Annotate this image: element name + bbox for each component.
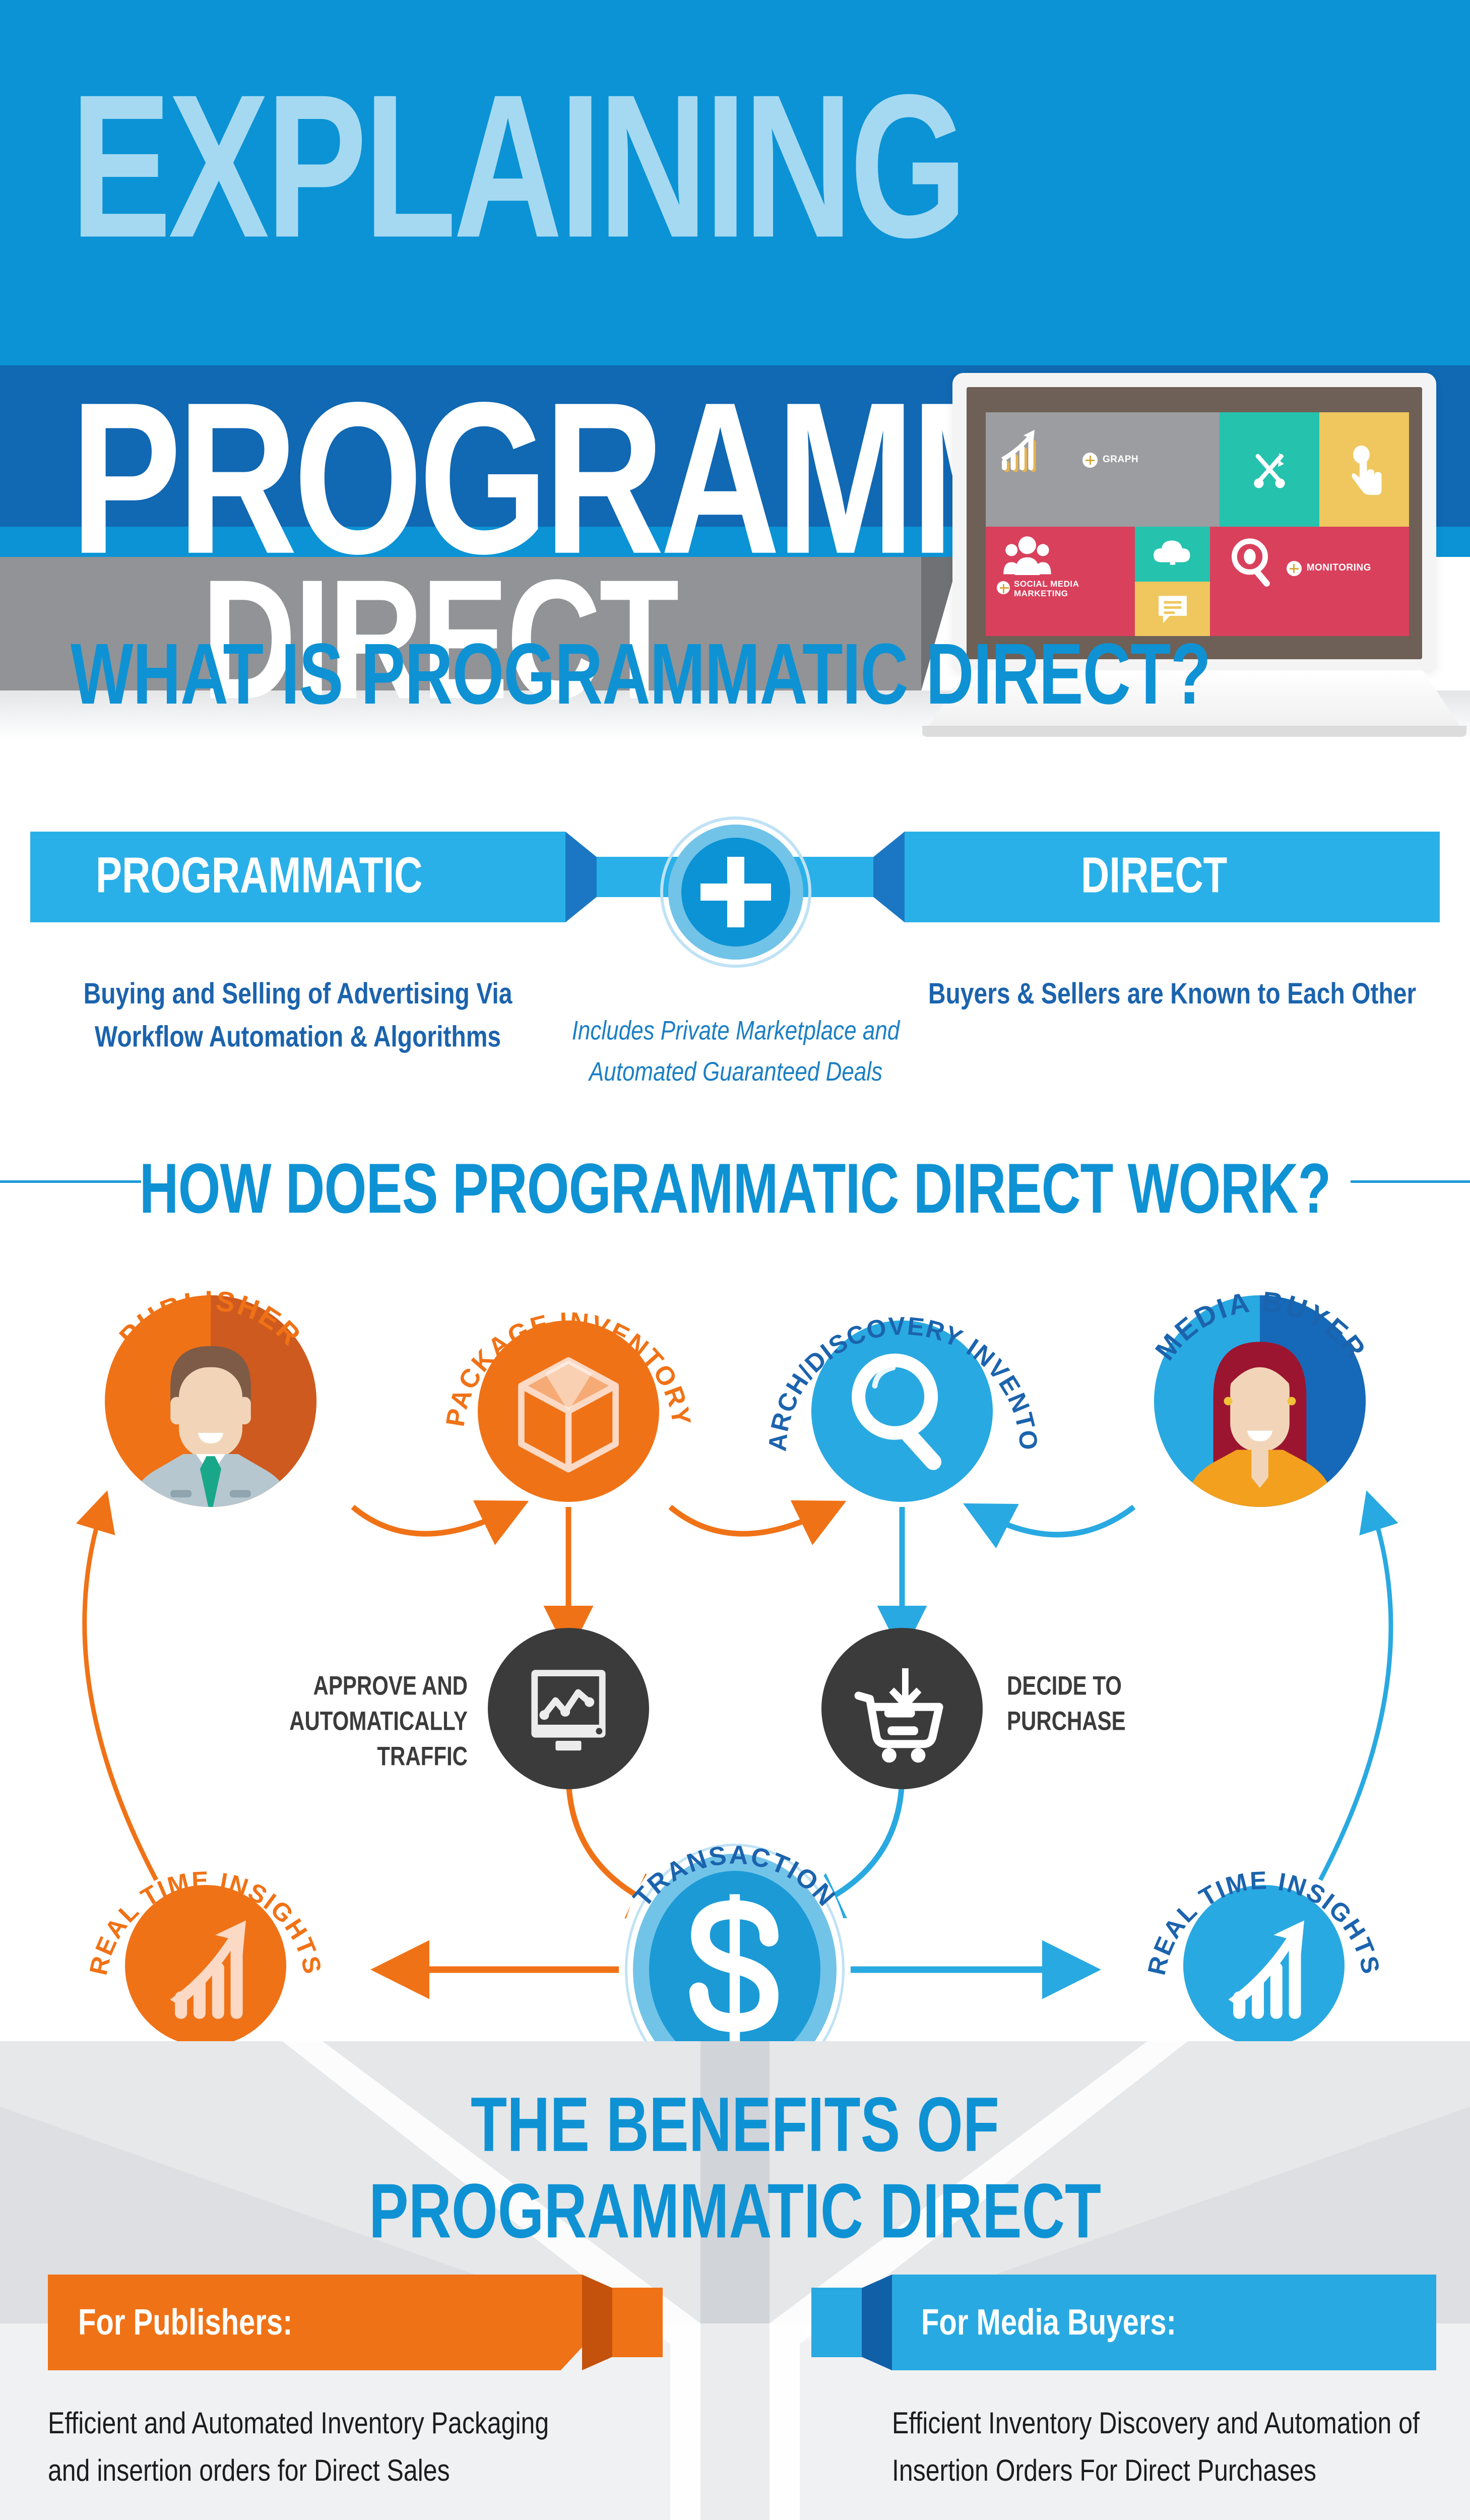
tile-label-graph: GRAPH — [1103, 454, 1139, 465]
laptop-base-lip — [922, 726, 1466, 737]
header-band-explaining — [0, 0, 1470, 365]
node-package-inventory — [478, 1320, 659, 1502]
laptop-base — [922, 670, 1466, 736]
workflow-header-rule-right — [1351, 1180, 1470, 1183]
plus-badge-graph-icon — [1082, 453, 1098, 468]
dollar-icon — [689, 1894, 779, 2045]
tile-chat — [1135, 581, 1210, 636]
definition-section: PROGRAMMATIC DIRECT Buying and Selling o… — [0, 816, 1470, 1159]
workflow-header-rule-left — [0, 1180, 141, 1183]
section-heading-what-is: WHAT IS PROGRAMMATIC DIRECT? — [71, 625, 1211, 723]
benefits-title: THE BENEFITS OF PROGRAMMATIC DIRECT — [369, 2082, 1101, 2254]
definition-label-programmatic: PROGRAMMATIC — [96, 846, 423, 904]
node-decide-purchase — [821, 1628, 983, 1789]
tile-label-monitoring: MONITORING — [1306, 562, 1371, 574]
laptop-lid: GRAPH — [952, 373, 1436, 670]
workflow-title: HOW DOES PROGRAMMATIC DIRECT WORK? — [139, 1148, 1331, 1228]
plus-badge-social-icon — [997, 581, 1010, 595]
benefit-header-shadow-media-buyers — [862, 2275, 892, 2370]
benefit-header-shadow-publishers — [582, 2275, 612, 2370]
tile-monitoring: MONITORING — [1209, 527, 1409, 636]
plus-outer-ring — [660, 816, 811, 968]
node-media-buyer — [1154, 1295, 1366, 1507]
what-is-title: WHAT IS PROGRAMMATIC DIRECT? — [71, 625, 1211, 722]
tile-cloud — [1135, 527, 1210, 582]
benefit-body-media-buyers: Efficient Inventory Discovery and Automa… — [892, 2406, 1420, 2487]
benefit-card-publishers: For Publishers: Efficient and Automated … — [48, 2275, 673, 2487]
definition-note: Includes Private Marketplace and Automat… — [571, 1016, 900, 1087]
tile-tools — [1220, 412, 1320, 527]
benefit-header-shape-media-buyers — [892, 2275, 1436, 2370]
page-title-line1: EXPLAINING — [71, 51, 968, 280]
benefit-heading-media-buyers: For Media Buyers: — [921, 2302, 1176, 2343]
magnifier-icon — [1231, 538, 1270, 587]
tile-label-social: SOCIAL MEDIA MARKETING — [1014, 579, 1079, 599]
media-buyer-avatar-icon — [1188, 1342, 1332, 1507]
magnifier-icon — [852, 1353, 942, 1470]
definition-bar-direct — [905, 832, 1440, 922]
tile-click — [1319, 412, 1409, 527]
definition-label-direct: DIRECT — [1081, 846, 1228, 904]
benefit-header-media-buyers: For Media Buyers: — [811, 2275, 1436, 2370]
benefits-title-line1: THE BENEFITS OF — [471, 2082, 999, 2168]
monitor-chart-icon — [531, 1670, 606, 1751]
benefit-header-tab-publishers — [612, 2288, 663, 2357]
benefit-header-publishers: For Publishers: — [48, 2275, 673, 2370]
workflow-diagram: PUBLISHER PACKAGE INVENTORY — [0, 1225, 1470, 2116]
growth-chart-icon — [170, 1920, 246, 2019]
page-title-line3: DIRECT — [202, 545, 679, 735]
hand-pointer-icon — [1352, 445, 1382, 495]
benefit-body-publishers: Efficient and Automated Inventory Packag… — [48, 2406, 549, 2487]
definition-notch-left — [565, 832, 597, 922]
tile-social: SOCIAL MEDIA MARKETING — [986, 527, 1135, 636]
header-band-direct — [0, 557, 921, 690]
plus-icon — [681, 838, 790, 947]
cloud-upload-icon — [1153, 540, 1190, 565]
benefit-header-tab-media-buyers — [811, 2288, 862, 2357]
speech-bubble-icon — [1158, 596, 1187, 623]
growth-chart-icon — [1228, 1920, 1304, 2019]
bar-chart-arrow-icon — [1001, 429, 1036, 472]
publisher-avatar-icon — [130, 1346, 291, 1507]
node-label-approve-traffic: APPROVE AND AUTOMATICALLY TRAFFIC — [289, 1671, 468, 1771]
definition-bar-programmatic — [30, 832, 565, 922]
tile-graph: GRAPH — [986, 412, 1220, 527]
node-transaction — [649, 1871, 820, 2068]
definition-desc-direct: Buyers & Sellers are Known to Each Other — [928, 977, 1417, 1011]
box-icon — [518, 1357, 619, 1473]
definition-notch-right — [873, 832, 905, 922]
benefits-title-line2: PROGRAMMATIC DIRECT — [368, 2168, 1102, 2255]
node-search-discovery-inventory — [811, 1320, 993, 1502]
definition-desc-programmatic: Buying and Selling of Advertising Via Wo… — [83, 977, 513, 1053]
node-real-time-insights-left — [125, 1885, 286, 2046]
plus-badge-monitoring-icon — [1286, 561, 1302, 577]
benefit-card-media-buyers: For Media Buyers: Efficient Inventory Di… — [811, 2275, 1436, 2487]
benefit-heading-publishers: For Publishers: — [78, 2302, 293, 2343]
workflow-section-header: HOW DOES PROGRAMMATIC DIRECT WORK? — [0, 1149, 1470, 1227]
node-publisher — [105, 1295, 316, 1507]
people-group-icon — [1003, 536, 1051, 576]
node-approve-traffic — [488, 1628, 649, 1789]
benefit-header-shape-publishers — [48, 2275, 582, 2370]
scissors-wrench-icon — [1254, 453, 1286, 488]
workflow-arrows — [76, 1490, 1398, 1999]
node-real-time-insights-right — [1183, 1885, 1345, 2046]
laptop-illustration: GRAPH — [922, 373, 1466, 737]
laptop-screen: GRAPH — [967, 387, 1422, 659]
node-label-decide-purchase: DECIDE TO PURCHASE — [1007, 1671, 1126, 1736]
shopping-cart-icon — [854, 1668, 943, 1763]
